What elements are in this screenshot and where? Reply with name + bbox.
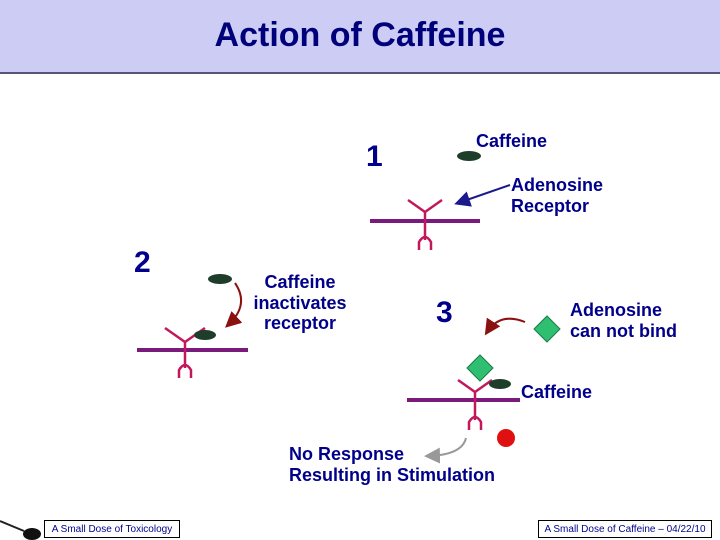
step-2-number: 2 — [134, 246, 151, 279]
bound-caffeine-molecule — [489, 379, 511, 389]
no-response-label: No Response Resulting in Stimulation — [289, 444, 495, 485]
slide-title: Action of Caffeine — [214, 16, 506, 54]
footer-logo-icon — [0, 520, 41, 540]
step-1-number: 1 — [366, 140, 383, 173]
caffeine-bottom-label: Caffeine — [521, 382, 593, 402]
title-band — [0, 0, 720, 74]
cannot-bind-label-line2: can not bind — [570, 320, 677, 341]
inactivates-label-line1: Caffeine — [264, 272, 336, 292]
step-3-number: 3 — [436, 296, 453, 329]
caffeine-molecule — [208, 274, 232, 284]
adenosine-receptor — [457, 378, 493, 430]
pointer-arrow — [454, 184, 511, 207]
footer-left: A Small Dose of Toxicology — [44, 520, 180, 538]
receptor-label-line2: Receptor — [511, 195, 590, 216]
adenosine-molecule — [466, 354, 494, 382]
caffeine-label: Caffeine — [476, 131, 548, 151]
inactivates-label: Caffeine inactivates receptor — [240, 272, 360, 334]
stimulation-dot — [497, 429, 515, 447]
no-response-label-line2: Resulting in Stimulation — [289, 464, 495, 485]
bound-caffeine-molecule — [194, 330, 216, 340]
caffeine-molecule — [457, 151, 481, 161]
inactivates-label-line3: receptor — [263, 313, 337, 334]
no-response-label-line1: No Response — [289, 444, 405, 464]
adenosine-molecule-free — [533, 315, 561, 343]
cannot-bind-label: Adenosine can not bind — [570, 300, 677, 341]
panel-2 — [137, 274, 248, 378]
inactivates-label-line2: inactivates — [253, 292, 347, 313]
response-arrow — [424, 437, 467, 464]
cannot-bind-label-line1: Adenosine — [570, 300, 663, 320]
receptor-label-line1: Adenosine — [511, 175, 604, 195]
receptor-label: Adenosine Receptor — [511, 175, 603, 216]
adenosine-receptor — [407, 198, 443, 250]
blocked-arrow — [484, 317, 526, 336]
footer-right: A Small Dose of Caffeine – 04/22/10 — [538, 520, 712, 538]
panel-1 — [370, 151, 511, 250]
panel-3 — [407, 315, 561, 464]
binding-arrow — [225, 282, 243, 328]
